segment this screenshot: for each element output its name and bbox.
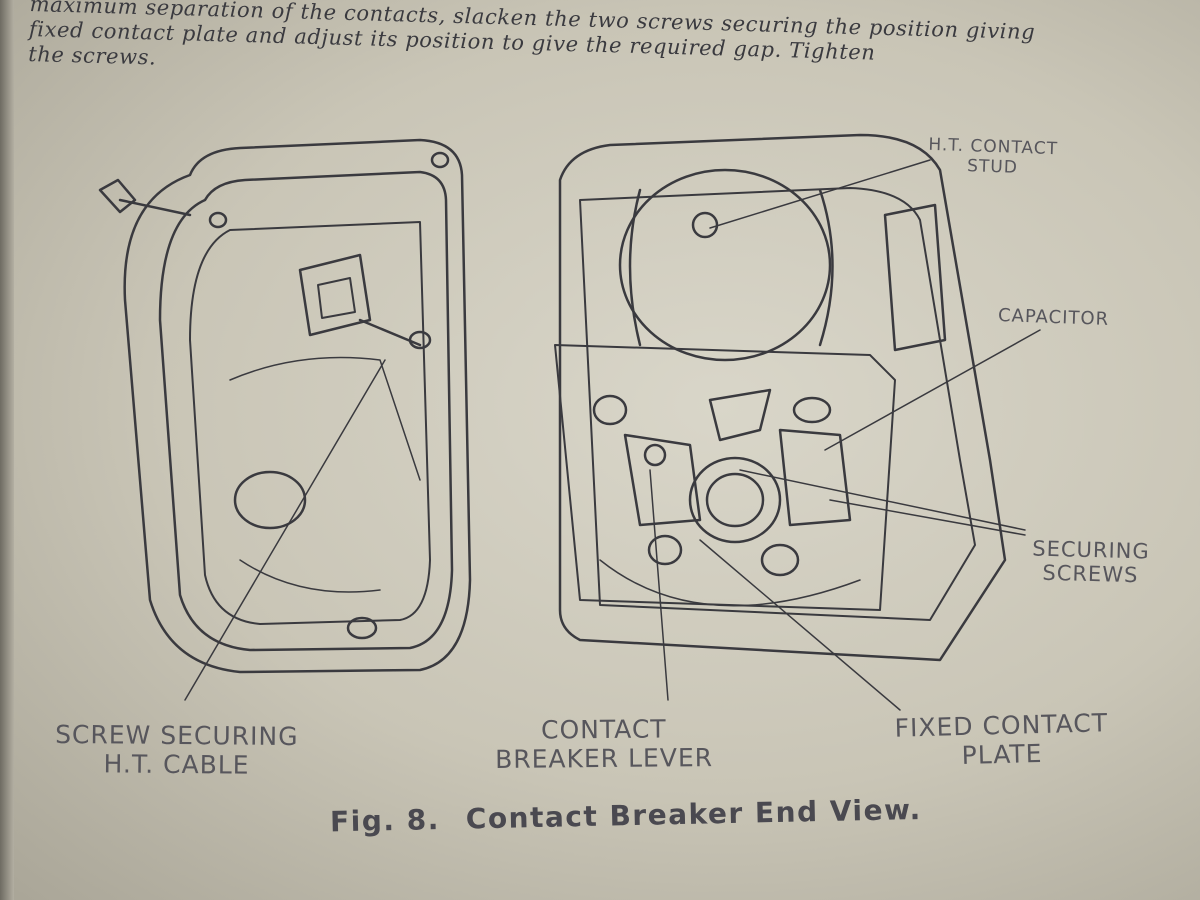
page-binding-edge bbox=[0, 0, 14, 900]
label-fixed-contact-plate: FIXED CONTACT PLATE bbox=[894, 708, 1109, 772]
label-line: BREAKER LEVER bbox=[494, 742, 714, 774]
label-line: CAPACITOR bbox=[997, 305, 1110, 330]
figure-number: Fig. 8. bbox=[329, 803, 441, 839]
label-contact-breaker-lever: CONTACT BREAKER LEVER bbox=[494, 714, 714, 774]
label-line: SCREW SECURING bbox=[55, 719, 299, 752]
label-line: SECURING bbox=[1032, 536, 1151, 564]
label-line: H.T. CABLE bbox=[103, 749, 250, 780]
label-line: CONTACT bbox=[540, 714, 667, 745]
label-line: PLATE bbox=[961, 738, 1043, 770]
end-cover-drawing bbox=[98, 138, 472, 701]
label-ht-contact-stud: H.T. CONTACT STUD bbox=[927, 135, 1058, 180]
label-line: SCREWS bbox=[1042, 560, 1139, 588]
label-securing-screws: SECURING SCREWS bbox=[1031, 536, 1150, 587]
label-screw-securing-ht-cable: SCREW SECURING H.T. CABLE bbox=[55, 719, 299, 781]
contact-breaker-drawing bbox=[554, 133, 1041, 711]
label-capacitor: CAPACITOR bbox=[997, 305, 1110, 331]
label-line: FIXED CONTACT bbox=[894, 708, 1109, 743]
